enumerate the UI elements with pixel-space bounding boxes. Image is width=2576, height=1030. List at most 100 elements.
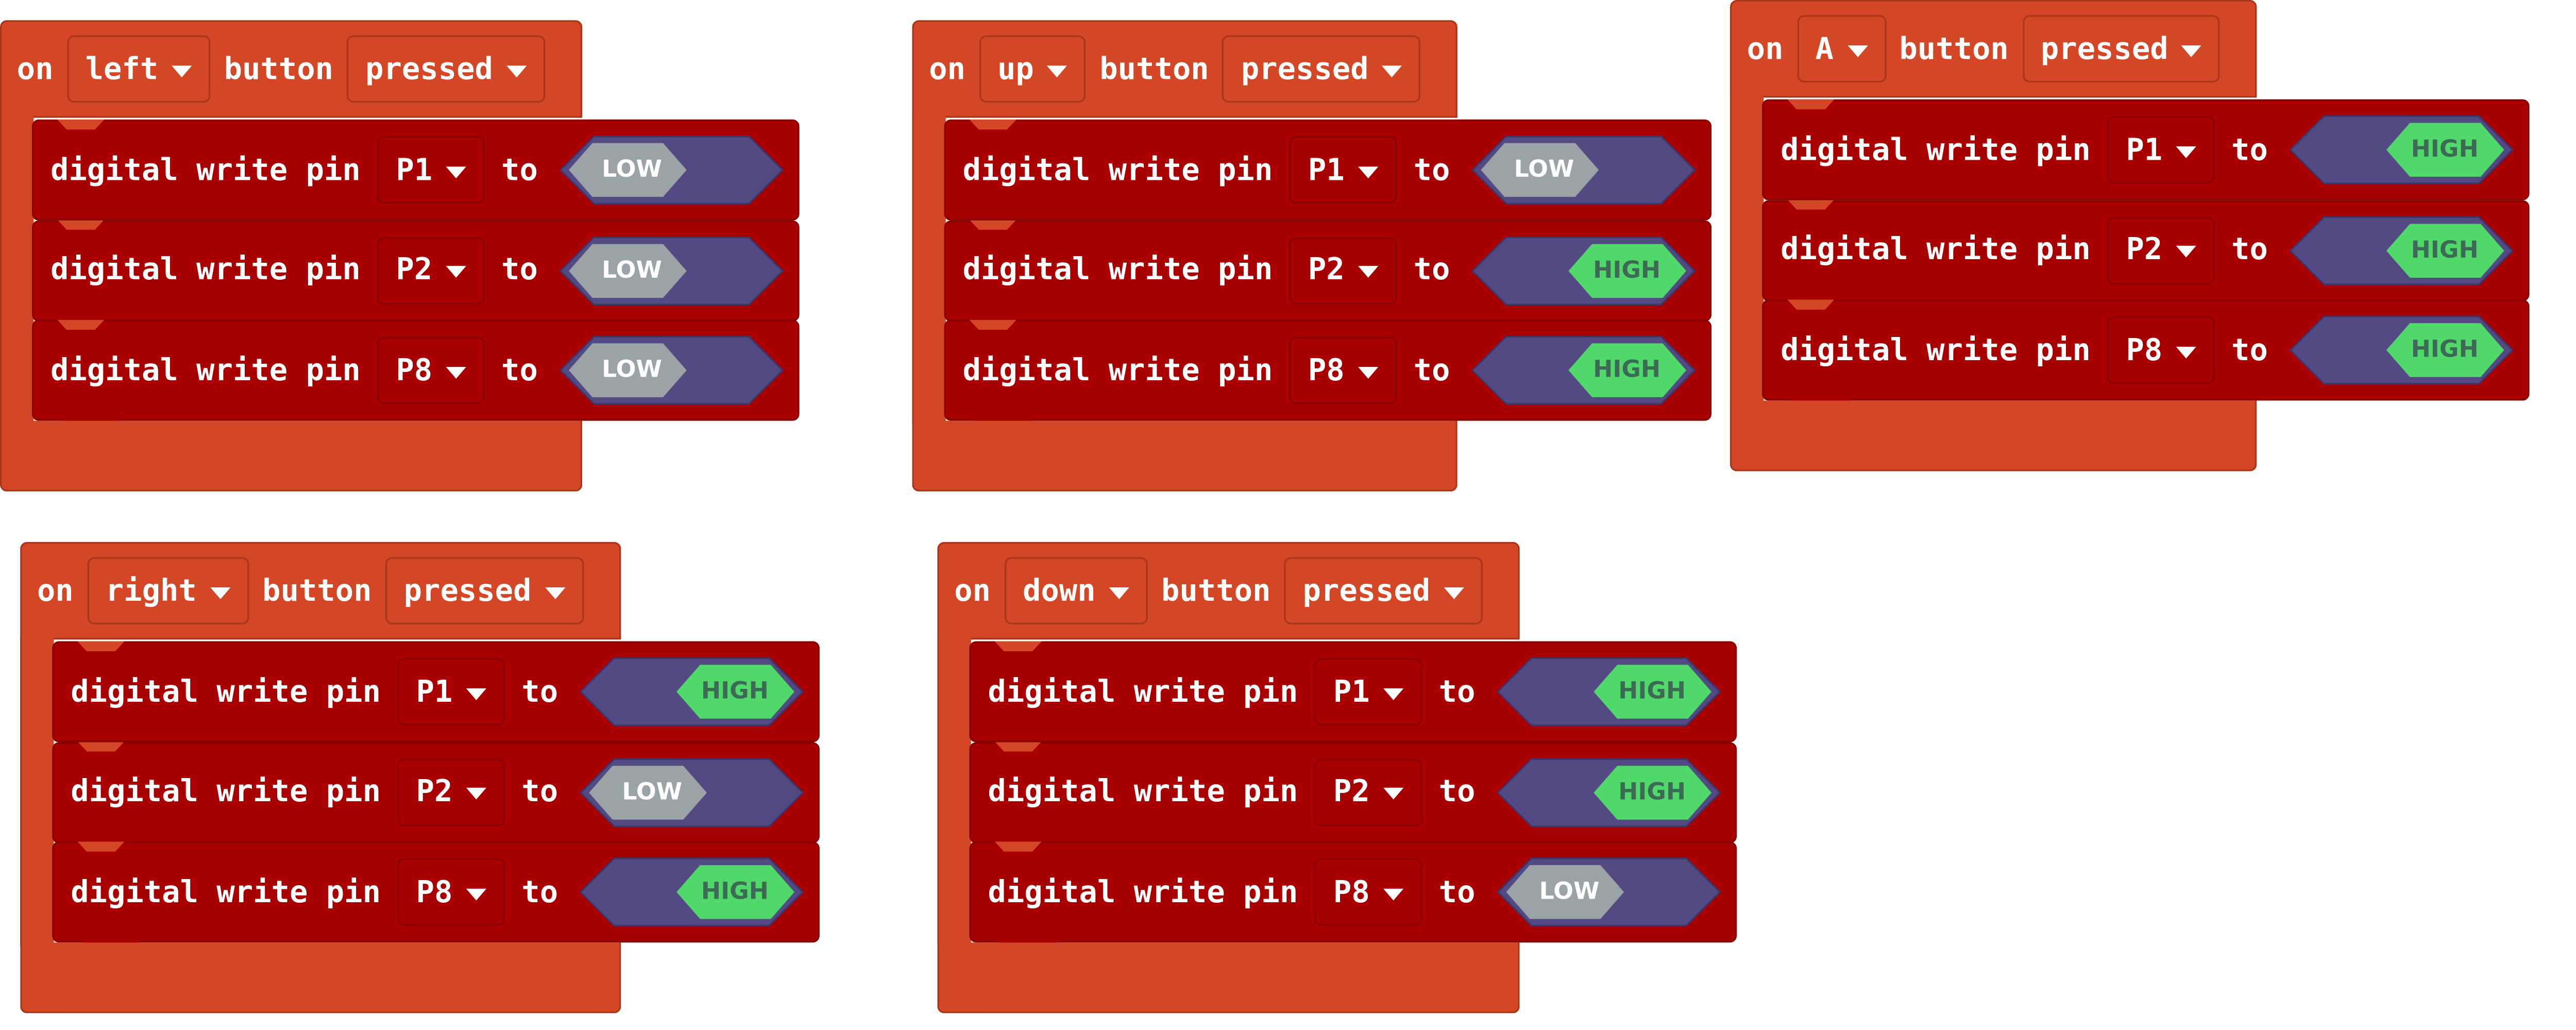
statement-label: digital write pin [962, 252, 1273, 288]
caret-down-icon [466, 787, 486, 800]
value-toggle[interactable]: HIGH [1470, 335, 1696, 406]
value-toggle[interactable]: LOW [1470, 134, 1696, 205]
pin-dropdown[interactable]: P2 [377, 236, 485, 304]
button-dropdown[interactable]: down [1004, 557, 1148, 624]
to-label: to [1413, 352, 1450, 388]
pin-dropdown[interactable]: P2 [2107, 216, 2215, 284]
value-toggle[interactable]: HIGH [2288, 315, 2514, 385]
value-toggle[interactable]: LOW [558, 335, 784, 406]
caret-down-icon [1382, 64, 1402, 77]
pin-dropdown[interactable]: P2 [1314, 758, 1422, 826]
pin-dropdown[interactable]: P8 [2107, 316, 2215, 384]
high-pill [2385, 323, 2504, 377]
statement-label: digital write pin [71, 674, 381, 710]
pin-dropdown-value: P1 [2126, 132, 2163, 168]
pin-dropdown[interactable]: P8 [1289, 336, 1397, 404]
value-toggle[interactable]: HIGH [1496, 656, 1721, 727]
caret-down-icon [545, 586, 565, 599]
pin-dropdown[interactable]: P8 [377, 336, 485, 404]
to-label: to [2231, 332, 2268, 368]
pin-dropdown-value: P1 [416, 674, 453, 710]
pin-dropdown[interactable]: P1 [377, 136, 485, 204]
pin-dropdown-value: P2 [396, 252, 433, 288]
value-toggle[interactable]: HIGH [578, 857, 804, 927]
button-dropdown[interactable]: A [1797, 15, 1886, 83]
value-toggle[interactable]: HIGH [1496, 756, 1721, 827]
pin-dropdown[interactable]: P1 [2107, 116, 2215, 184]
high-pill [675, 865, 794, 919]
value-toggle[interactable]: LOW [1496, 857, 1721, 927]
caret-down-icon [2176, 145, 2196, 158]
block-notch [969, 219, 1016, 230]
pin-dropdown[interactable]: P1 [1289, 136, 1397, 204]
pin-dropdown[interactable]: P1 [1314, 658, 1422, 725]
event-dropdown-value: pressed [403, 573, 532, 609]
high-pill [2385, 123, 2504, 177]
caret-down-icon [506, 64, 527, 77]
value-toggle[interactable]: HIGH [1470, 235, 1696, 306]
pin-dropdown[interactable]: P2 [397, 758, 505, 826]
event-dropdown[interactable]: pressed [1222, 35, 1421, 103]
button-dropdown[interactable]: left [66, 35, 211, 103]
button-dropdown[interactable]: right [87, 557, 249, 624]
low-pill [568, 143, 686, 197]
caret-down-icon [1444, 586, 1464, 599]
pin-dropdown[interactable]: P2 [1289, 236, 1397, 304]
high-pill [2385, 223, 2504, 277]
button-dropdown[interactable]: up [979, 35, 1087, 103]
block-notch [57, 119, 105, 130]
value-socket [1496, 857, 1721, 927]
to-label: to [521, 774, 558, 810]
value-toggle[interactable]: LOW [558, 134, 784, 205]
caret-down-icon [172, 64, 192, 77]
pin-dropdown[interactable]: P8 [397, 858, 505, 926]
value-toggle[interactable]: HIGH [2288, 214, 2514, 285]
block-notch [994, 741, 1042, 752]
event-dropdown[interactable]: pressed [347, 35, 546, 103]
value-toggle[interactable]: LOW [558, 235, 784, 306]
pin-dropdown[interactable]: P8 [1314, 858, 1422, 926]
event-block-arm [937, 638, 971, 945]
value-toggle[interactable]: LOW [578, 756, 804, 827]
event-dropdown[interactable]: pressed [1284, 557, 1483, 624]
pin-dropdown-value: P8 [396, 352, 433, 388]
to-label: to [501, 152, 538, 188]
value-toggle[interactable]: HIGH [2288, 114, 2514, 185]
high-pill [1568, 243, 1686, 297]
pin-dropdown[interactable]: P1 [397, 658, 505, 725]
event-dropdown[interactable]: pressed [385, 557, 584, 624]
button-dropdown-value: up [997, 51, 1034, 87]
value-label: LOW [602, 156, 662, 184]
event-prefix-label: on [37, 573, 74, 609]
value-toggle[interactable]: HIGH [578, 656, 804, 727]
event-dropdown[interactable]: pressed [2022, 15, 2221, 83]
caret-down-icon [1358, 366, 1379, 378]
event-button-label: button [224, 51, 334, 87]
